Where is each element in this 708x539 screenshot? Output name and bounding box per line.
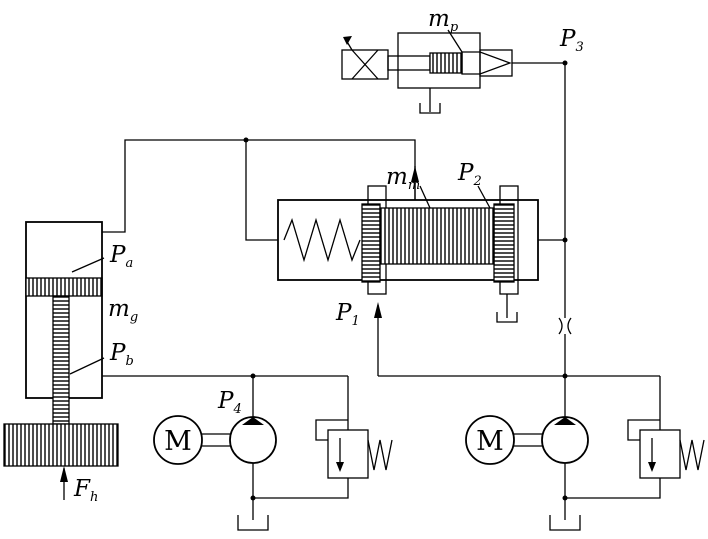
label-mg: mg xyxy=(108,296,138,325)
proportional-valve xyxy=(341,29,513,114)
actuator xyxy=(277,185,539,323)
label-mp: mp xyxy=(428,6,459,35)
valve-poppet xyxy=(461,51,512,75)
label-p1: P1 xyxy=(335,300,360,329)
solenoid-icon xyxy=(341,36,389,80)
relief-valve-icon xyxy=(315,419,393,479)
motor-circle-icon xyxy=(465,415,515,465)
relief-valve-icon xyxy=(627,419,705,479)
pump-icon xyxy=(229,416,277,464)
tank-icon xyxy=(549,515,581,531)
tank-icon xyxy=(496,312,518,323)
tank-icon xyxy=(237,515,269,531)
left-cylinder xyxy=(3,221,119,500)
main-piping xyxy=(102,62,660,377)
label-p2: P2 xyxy=(457,160,482,189)
motor-circle-icon xyxy=(153,415,203,465)
label-p3: P3 xyxy=(559,26,584,55)
tank-icon xyxy=(419,103,441,114)
junction-nodes xyxy=(243,60,568,501)
label-fh: Fh xyxy=(73,476,98,505)
spring-icon xyxy=(283,217,361,263)
valve-spool xyxy=(429,52,463,74)
labels: mp P3 mm P2 Pa mg P1 Pb P4 Fh M M xyxy=(73,6,584,505)
actuator-body xyxy=(277,199,539,281)
motor-left-label: M xyxy=(164,426,192,457)
cylinder-piston xyxy=(25,277,103,297)
label-pb: Pb xyxy=(109,340,134,369)
orifice-icon xyxy=(558,317,572,335)
mass-mm xyxy=(379,207,495,265)
pump-icon xyxy=(541,416,589,464)
left-pump-unit xyxy=(153,376,393,531)
label-pa: Pa xyxy=(109,242,133,271)
valve-stem xyxy=(387,55,431,71)
label-mm: mm xyxy=(386,164,420,193)
load-mass xyxy=(3,423,119,467)
cylinder-rod xyxy=(52,295,70,425)
motor-right-label: M xyxy=(476,426,504,457)
label-p4: P4 xyxy=(217,388,242,417)
right-pump-unit xyxy=(465,376,705,531)
